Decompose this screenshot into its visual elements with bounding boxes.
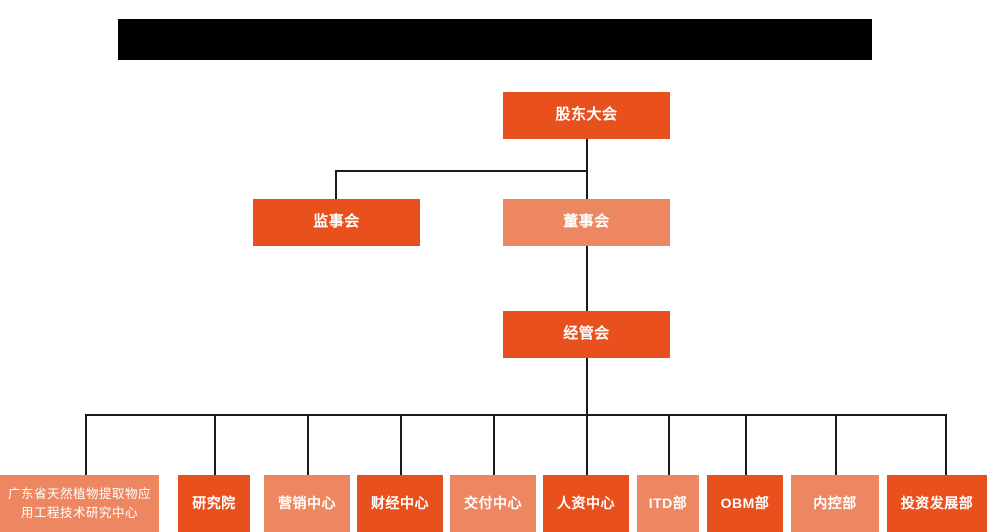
node-dept-finance-center[interactable]: 财经中心 [357,475,443,532]
connector-dept-9-drop [835,414,837,475]
node-dept-investment-development[interactable]: 投资发展部 [887,475,987,532]
node-shareholders-meeting[interactable]: 股东大会 [503,92,670,139]
connector-dept-10-drop [945,414,947,475]
node-dept-research-center[interactable]: 广东省天然植物提取物应 用工程技术研究中心 [0,475,159,532]
node-dept-delivery-center-label: 交付中心 [464,494,522,511]
node-dept-internal-control[interactable]: 内控部 [791,475,879,532]
connector-dept-3-drop [307,414,309,475]
node-board-of-directors-label: 董事会 [563,213,610,231]
node-board-of-supervisors[interactable]: 监事会 [253,199,420,246]
node-dept-hr-center-label: 人资中心 [557,494,615,511]
node-shareholders-meeting-label: 股东大会 [555,106,618,124]
connector-departments-bus [85,414,946,416]
node-management-committee[interactable]: 经管会 [503,311,670,358]
node-dept-investment-development-label: 投资发展部 [900,494,974,511]
node-dept-research-center-label: 广东省天然植物提取物应 用工程技术研究中心 [4,485,155,521]
node-dept-marketing-center-label: 营销中心 [278,494,336,511]
connector-tier2-bus [335,170,588,172]
node-dept-obm-label: OBM部 [720,494,770,511]
node-dept-research-center-line2: 用工程技术研究中心 [20,505,138,520]
connector-supervisors-drop [335,170,337,199]
node-dept-itd-label: ITD部 [648,494,688,511]
node-dept-delivery-center[interactable]: 交付中心 [450,475,536,532]
connector-shareholders-down [586,139,588,172]
connector-directors-drop [586,170,588,199]
node-board-of-supervisors-label: 监事会 [313,213,360,231]
node-dept-itd[interactable]: ITD部 [637,475,699,532]
connector-management-down [586,358,588,415]
connector-directors-management [586,246,588,311]
title-banner [118,19,872,60]
node-dept-research-center-line1: 广东省天然植物提取物应 [7,487,151,502]
node-dept-internal-control-label: 内控部 [813,494,857,511]
node-dept-research-institute[interactable]: 研究院 [178,475,250,532]
node-dept-finance-center-label: 财经中心 [371,494,429,511]
connector-dept-1-drop [85,414,87,475]
node-board-of-directors[interactable]: 董事会 [503,199,670,246]
node-dept-research-institute-label: 研究院 [192,494,236,511]
node-dept-hr-center[interactable]: 人资中心 [543,475,629,532]
node-dept-obm[interactable]: OBM部 [707,475,783,532]
node-management-committee-label: 经管会 [563,325,610,343]
node-dept-marketing-center[interactable]: 营销中心 [264,475,350,532]
connector-dept-8-drop [745,414,747,475]
connector-dept-6-drop [586,414,588,475]
connector-dept-2-drop [214,414,216,475]
connector-dept-4-drop [400,414,402,475]
connector-dept-7-drop [668,414,670,475]
connector-dept-5-drop [493,414,495,475]
